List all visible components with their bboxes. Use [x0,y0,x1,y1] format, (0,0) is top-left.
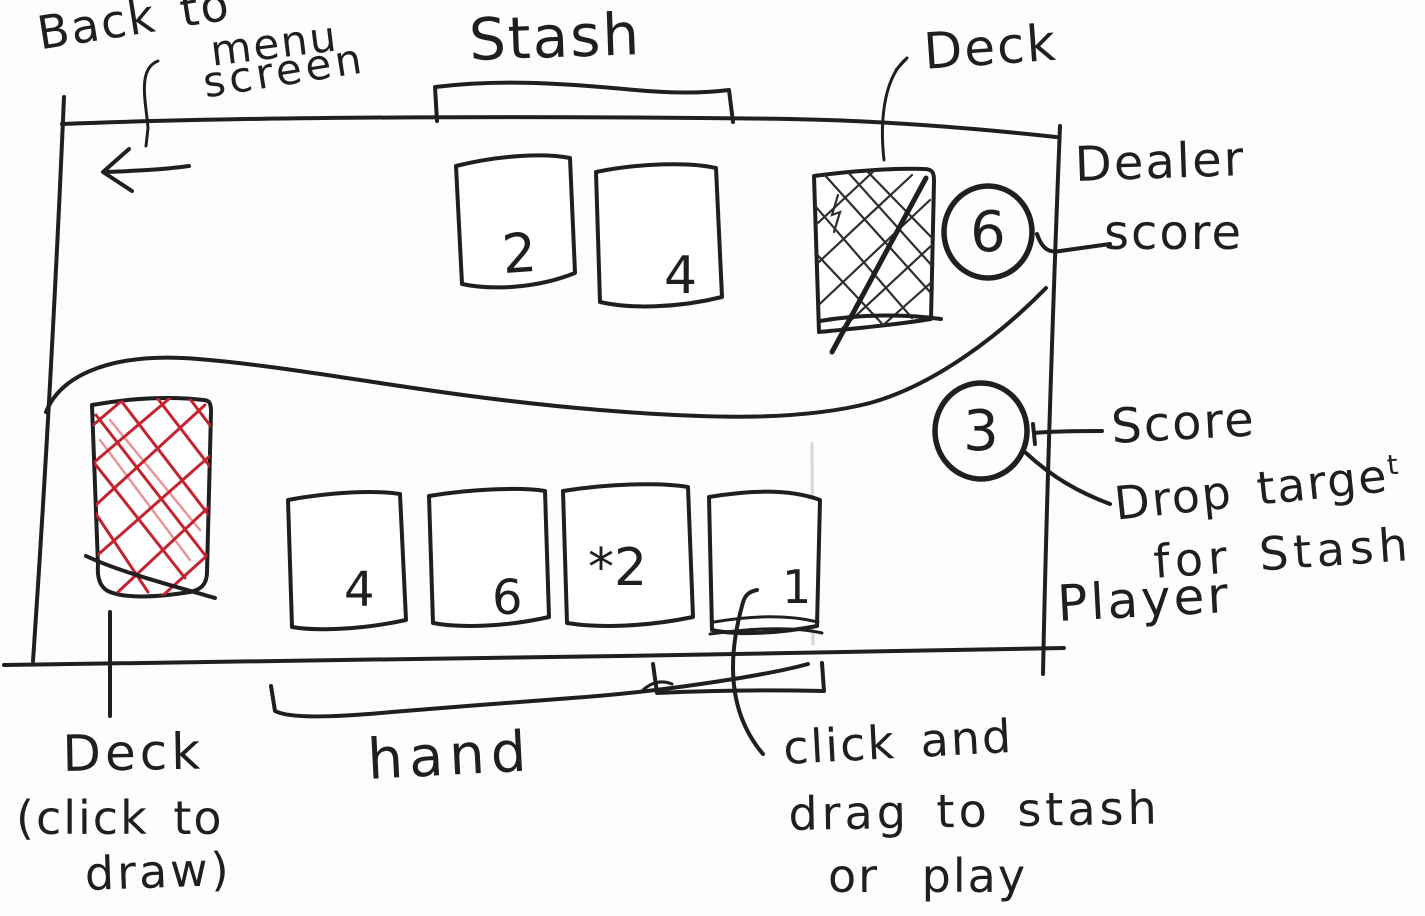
player-deck-label-line1: Deck [61,722,205,783]
deck-top-label: Deck [921,13,1060,81]
hand-card[interactable] [286,490,408,632]
hand-card-value: 4 [344,562,375,618]
dealer-score-callout [1035,232,1112,254]
stash-card-value: 4 [664,246,698,306]
stash-bracket [433,80,735,124]
stash-label: Stash [467,0,643,74]
dealer-score-label-line1: Dealer [1073,131,1247,193]
player-score-badge-circle[interactable] [932,380,1030,482]
hand-card[interactable] [427,486,551,628]
player-score-value: 3 [963,398,999,464]
table-divider [44,286,1048,419]
score-callout [1031,422,1104,446]
player-label: Player [1055,565,1233,633]
deck-note-callout [880,56,909,162]
hand-bracket [269,662,810,719]
screen-frame-left [31,95,66,663]
dealer-score-badge-circle [941,183,1035,281]
hand-card-value: *2 [588,538,648,598]
drag-note-line3: or play [828,849,1028,903]
back-note-callout [142,59,160,148]
hand-card-value: 1 [782,560,812,614]
drop-target-callout [1024,451,1112,506]
stash-card[interactable] [594,162,724,309]
drag-note-line1: click and [781,708,1015,775]
hand-label: hand [365,719,534,793]
hand-card[interactable] [561,482,695,628]
screen-frame-top [60,115,1058,139]
screen-frame-bottom [2,646,1066,667]
dealer-deck-card[interactable] [805,166,943,355]
drag-note-callout [731,588,765,756]
drag-note-line2: drag to stash [787,780,1162,841]
dealer-score-label-line2: score [1104,205,1243,261]
stash-card-value: 2 [499,220,539,287]
player-deck-label-line3: draw) [83,841,233,901]
hand-card-value: 6 [492,570,523,626]
player-deck-card[interactable] [84,395,217,600]
screen-frame-right [1041,124,1062,676]
player-deck-label-line2: (click to [16,791,224,845]
back-arrow-icon[interactable] [101,147,191,193]
hand-card-dragged[interactable] [707,489,824,636]
dealer-score-value: 6 [970,199,1006,265]
score-label: Score [1109,391,1258,455]
dragged-card-ghost [651,661,826,695]
stash-card[interactable] [454,153,577,290]
